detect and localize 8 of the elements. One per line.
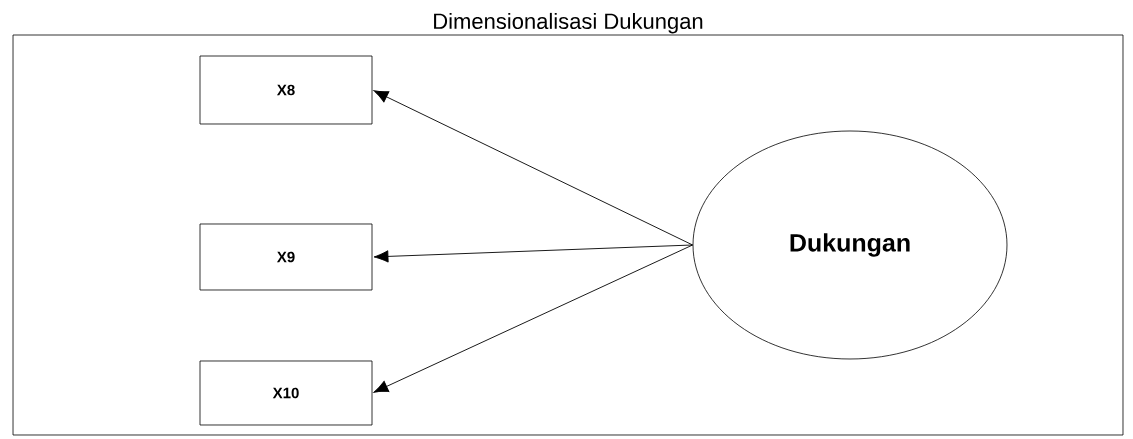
box: X10 xyxy=(199,360,373,426)
title: Dimensionalisasi Dukungan xyxy=(434,12,703,34)
frame xyxy=(12,34,1124,436)
arrow xyxy=(373,244,694,393)
box: X9 xyxy=(199,223,373,291)
arrow xyxy=(373,90,694,246)
arrow xyxy=(373,244,694,263)
box: X8 xyxy=(199,55,373,125)
